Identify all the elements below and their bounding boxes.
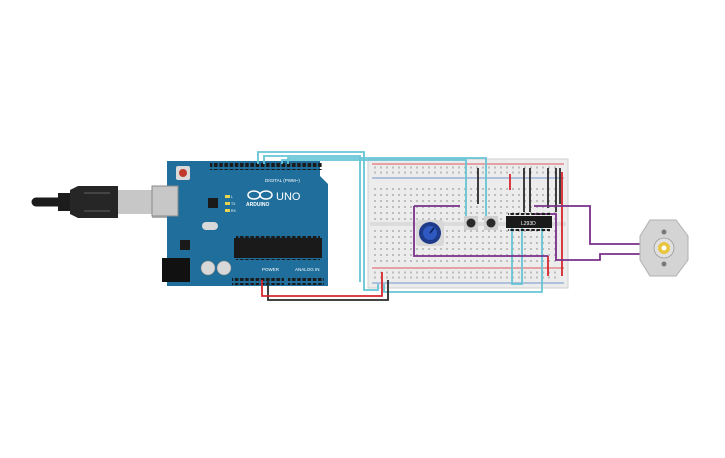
usb-cable-icon[interactable] <box>31 186 170 218</box>
black-wires <box>267 168 561 301</box>
usb-port <box>151 185 179 217</box>
chip-label: L293D <box>521 221 536 227</box>
power-header-label: POWER <box>262 267 280 272</box>
potentiometer-icon[interactable] <box>416 220 444 246</box>
arduino-brand: ARDUINO <box>246 202 269 208</box>
usb-chip <box>208 198 218 208</box>
dc-power-jack <box>162 258 190 282</box>
capacitor <box>216 260 232 276</box>
pushbutton-icon[interactable] <box>464 216 478 230</box>
power-header <box>232 278 284 285</box>
arduino-uno-board[interactable]: DIGITAL (PWM~) POWER ANALOG IN ARDUINO U… <box>151 161 328 286</box>
red-wires <box>261 172 563 297</box>
led-rx-label: RX <box>231 209 237 213</box>
l293d-chip[interactable]: L293D <box>506 213 552 231</box>
pushbutton-icon[interactable] <box>484 216 498 230</box>
dc-motor-icon[interactable] <box>639 219 689 277</box>
crystal <box>202 222 218 230</box>
analog-header-label: ANALOG IN <box>295 267 320 272</box>
digital-header <box>210 163 322 170</box>
atmega-chip <box>234 238 322 258</box>
arduino-infinity-icon <box>247 190 273 200</box>
capacitor <box>200 260 216 276</box>
arduino-model: UNO <box>276 191 301 203</box>
led-l-label: L <box>231 195 233 199</box>
digital-header-label: DIGITAL (PWM~) <box>265 178 300 183</box>
purple-wires <box>413 205 640 261</box>
regulator <box>180 240 190 250</box>
led-tx-label: TX <box>231 202 236 206</box>
cyan-wires <box>257 151 543 293</box>
analog-header <box>288 278 324 285</box>
